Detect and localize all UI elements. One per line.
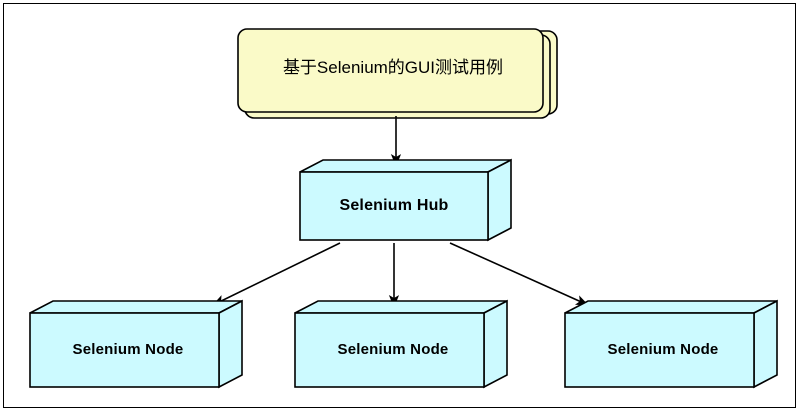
node-2-top-face bbox=[564, 300, 778, 314]
connector-hub-to-node-0 bbox=[212, 242, 341, 306]
node-box-0[interactable] bbox=[29, 299, 243, 389]
hub-top-face bbox=[299, 159, 512, 173]
connector-hub-to-node-2 bbox=[449, 242, 589, 306]
title-card-front[interactable] bbox=[237, 28, 544, 113]
node-2-side-face bbox=[753, 299, 778, 389]
node-0-top-face bbox=[29, 300, 243, 314]
hub-box[interactable] bbox=[299, 158, 512, 242]
node-box-2[interactable] bbox=[564, 299, 778, 389]
node-2-front-face[interactable] bbox=[564, 312, 755, 388]
node-1-side-face bbox=[483, 299, 508, 389]
node-0-side-face bbox=[218, 299, 243, 389]
node-1-top-face bbox=[294, 300, 508, 314]
hub-front-face[interactable] bbox=[299, 171, 489, 241]
node-1-front-face[interactable] bbox=[294, 312, 485, 388]
node-0-front-face[interactable] bbox=[29, 312, 220, 388]
hub-side-face bbox=[487, 158, 512, 242]
node-box-1[interactable] bbox=[294, 299, 508, 389]
title-card-stack[interactable] bbox=[237, 28, 558, 119]
